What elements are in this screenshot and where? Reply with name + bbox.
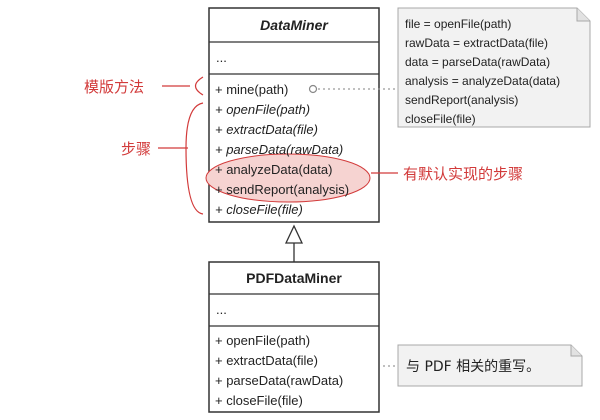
method-parsedata-override: + parseData(rawData)	[215, 373, 343, 388]
method-parsedata: + parseData(rawData)	[215, 142, 343, 157]
note-line: closeFile(file)	[405, 112, 476, 126]
method-mine: + mine(path)	[215, 82, 288, 97]
override-note-frame	[397, 344, 583, 387]
class-dataminer-title: DataMiner	[260, 17, 329, 33]
method-analyzedata: + analyzeData(data)	[215, 162, 332, 177]
note-line: analysis = analyzeData(data)	[405, 74, 560, 88]
class-dataminer-fields: ...	[216, 50, 227, 65]
class-pdfdataminer-frame	[208, 261, 380, 413]
method-extractdata-override: + extractData(file)	[215, 353, 318, 368]
note-line: file = openFile(path)	[405, 17, 511, 31]
class-pdfdataminer-fields: ...	[216, 302, 227, 317]
annotation-default-steps: 有默认实现的步骤	[371, 165, 523, 183]
annotation-default-steps-label: 有默认实现的步骤	[403, 165, 523, 183]
method-closefile-override: + closeFile(file)	[215, 393, 303, 408]
override-note-fold	[570, 345, 582, 357]
class-dataminer[interactable]: DataMiner ... + mine(path) + openFile(pa…	[205, 7, 380, 223]
override-note: 与 PDF 相关的重写。	[383, 344, 583, 387]
annotation-steps: 步骤	[121, 102, 204, 215]
note-connector	[308, 84, 398, 94]
annotation-steps-label: 步骤	[121, 140, 151, 158]
annotation-template-method-label: 模版方法	[84, 78, 144, 96]
inheritance-arrow	[284, 224, 304, 262]
note-line: data = parseData(rawData)	[405, 55, 550, 69]
note-line: rawData = extractData(file)	[405, 36, 548, 50]
class-pdfdataminer[interactable]: PDFDataMiner ... + openFile(path) + extr…	[208, 261, 380, 413]
class-pdfdataminer-title: PDFDataMiner	[246, 270, 342, 286]
template-note-frame	[397, 7, 591, 128]
method-closefile: + closeFile(file)	[215, 202, 303, 217]
annotation-template-method: 模版方法	[84, 76, 204, 96]
template-method-note: file = openFile(path) rawData = extractD…	[397, 7, 591, 128]
method-openfile: + openFile(path)	[215, 102, 310, 117]
method-sendreport: + sendReport(analysis)	[215, 182, 349, 197]
connector-anchor	[308, 84, 318, 94]
note-line: sendReport(analysis)	[405, 93, 518, 107]
template-note-fold	[576, 8, 590, 22]
annotation-template-method-brace	[194, 76, 204, 96]
inheritance-triangle	[284, 224, 304, 244]
default-steps-highlight	[205, 153, 371, 203]
annotation-steps-brace	[185, 102, 204, 215]
method-extractdata: + extractData(file)	[215, 122, 318, 137]
override-note-text: 与 PDF 相关的重写。	[406, 359, 540, 375]
method-openfile-override: + openFile(path)	[215, 333, 310, 348]
